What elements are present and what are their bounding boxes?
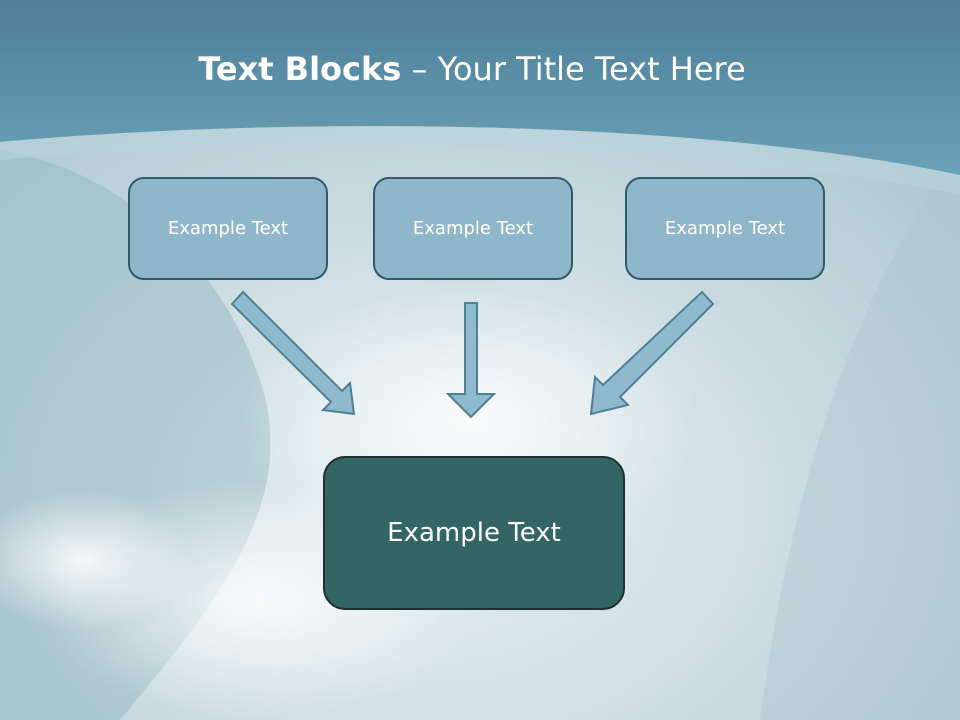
slide-title: Text Blocks – Your Title Text Here [0, 50, 944, 88]
text-block-3-label: Example Text [664, 218, 786, 239]
text-block-2[interactable]: Example Text [373, 177, 573, 280]
arrow-center [445, 302, 497, 419]
arrow-left [230, 290, 356, 416]
text-block-3[interactable]: Example Text [625, 177, 825, 280]
text-block-2-label: Example Text [412, 218, 534, 239]
title-rest: – Your Title Text Here [401, 50, 746, 88]
arrow-right [589, 290, 715, 416]
target-block[interactable]: Example Text [323, 456, 625, 610]
text-block-1-label: Example Text [167, 218, 289, 239]
text-block-1[interactable]: Example Text [128, 177, 328, 280]
title-bold: Text Blocks [198, 50, 402, 88]
target-block-label: Example Text [387, 518, 561, 548]
